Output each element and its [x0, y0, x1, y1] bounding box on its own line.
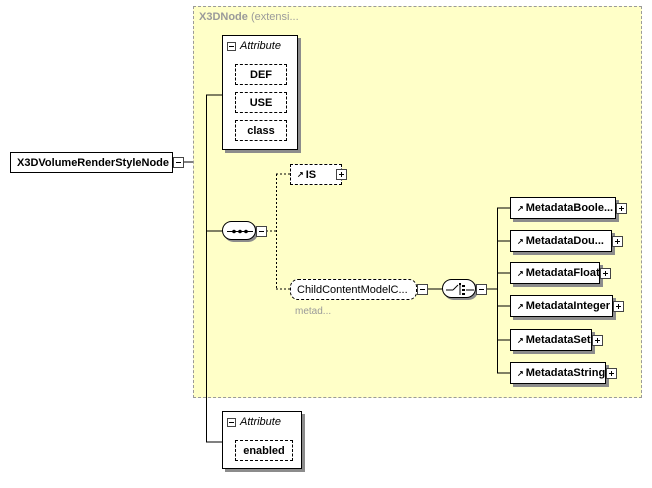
attribute-def[interactable]: DEF	[235, 64, 287, 85]
collapse-icon[interactable]	[256, 226, 267, 237]
is-element[interactable]: ↗ IS	[290, 164, 342, 185]
collapse-icon[interactable]	[173, 157, 184, 168]
expand-icon[interactable]	[606, 368, 617, 379]
reference-arrow-icon: ↗	[517, 301, 524, 311]
attribute-group-title: Attribute	[227, 416, 281, 428]
expand-icon[interactable]	[616, 203, 627, 214]
choice-compositor	[442, 279, 476, 298]
choice-icon	[446, 283, 474, 295]
metadata-boolean-element[interactable]: ↗ MetadataBoole...	[510, 197, 616, 219]
root-element[interactable]: X3DVolumeRenderStyleNode	[10, 152, 173, 173]
is-element-label: IS	[305, 168, 317, 181]
collapse-icon[interactable]	[227, 41, 236, 51]
group-label: ChildContentModelC...	[297, 283, 408, 296]
expand-icon[interactable]	[336, 169, 347, 180]
root-element-label: X3DVolumeRenderStyleNode	[17, 156, 170, 169]
metadata-string-element[interactable]: ↗ MetadataString	[510, 362, 606, 384]
reference-arrow-icon: ↗	[517, 335, 524, 345]
expand-icon[interactable]	[613, 301, 624, 312]
reference-arrow-icon: ↗	[517, 203, 524, 213]
collapse-icon[interactable]	[476, 284, 487, 295]
attribute-group-bottom: Attribute enabled	[222, 411, 302, 469]
attribute-group-title: Attribute	[227, 40, 281, 52]
sequence-icon	[227, 229, 253, 234]
group-child-content-model[interactable]: ChildContentModelC...	[290, 279, 417, 300]
group-annotation: metad...	[295, 306, 332, 317]
extension-title: X3DNode (extensi...	[199, 11, 299, 23]
metadata-float-element[interactable]: ↗ MetadataFloat	[510, 262, 600, 284]
collapse-icon[interactable]	[227, 417, 236, 427]
reference-arrow-icon: ↗	[517, 236, 524, 246]
collapse-icon[interactable]	[417, 284, 428, 295]
metadata-set-element[interactable]: ↗ MetadataSet	[510, 329, 592, 351]
metadata-double-element[interactable]: ↗ MetadataDou...	[510, 230, 612, 252]
reference-arrow-icon: ↗	[517, 268, 524, 278]
attribute-group-top: Attribute DEF USE class	[222, 35, 298, 150]
attribute-enabled[interactable]: enabled	[235, 440, 293, 461]
attribute-use[interactable]: USE	[235, 92, 287, 113]
attribute-class[interactable]: class	[235, 120, 287, 141]
sequence-compositor	[222, 221, 256, 240]
reference-arrow-icon: ↗	[517, 368, 524, 378]
expand-icon[interactable]	[592, 335, 603, 346]
metadata-integer-element[interactable]: ↗ MetadataInteger	[510, 295, 613, 317]
expand-icon[interactable]	[600, 268, 611, 279]
reference-arrow-icon: ↗	[297, 170, 304, 179]
expand-icon[interactable]	[612, 236, 623, 247]
